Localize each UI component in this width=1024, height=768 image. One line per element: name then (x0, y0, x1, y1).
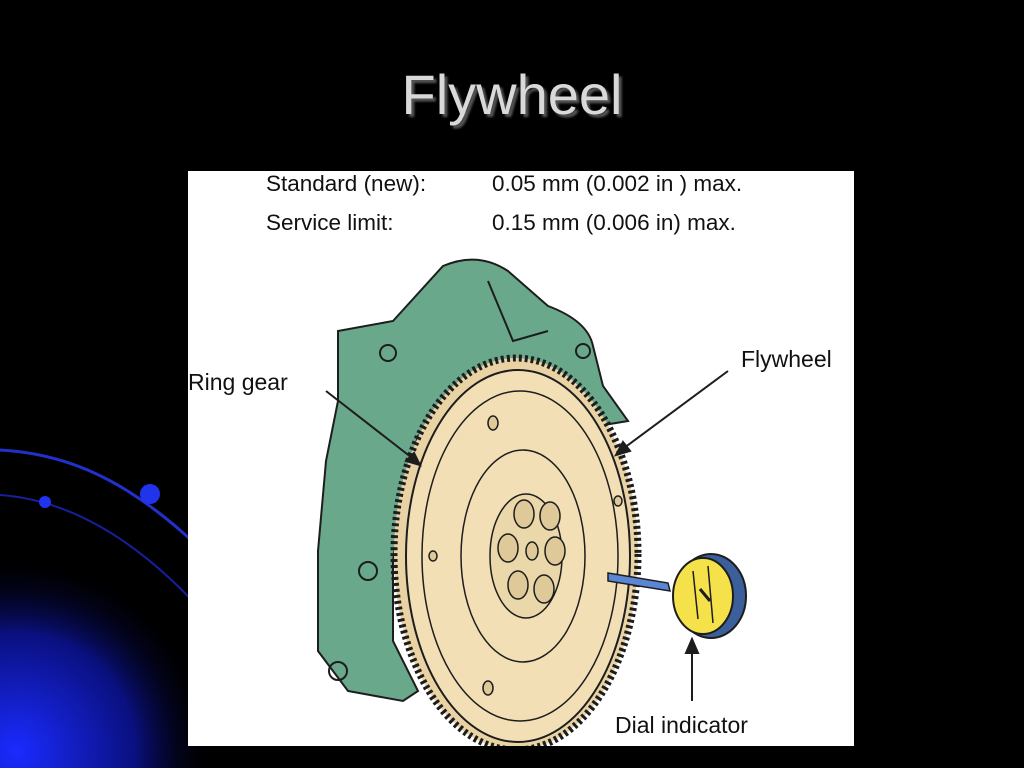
spec-label-standard: Standard (new): (266, 171, 427, 196)
dial-indicator-stem (607, 572, 672, 592)
callout-dial-indicator: Dial indicator (615, 712, 748, 738)
callout-flywheel: Flywheel (741, 346, 832, 372)
crank-bolts (497, 499, 566, 604)
flywheel-illustration (317, 258, 747, 746)
spec-label-service-limit: Service limit: (266, 210, 394, 235)
spec-value-standard: 0.05 mm (0.002 in ) max. (492, 171, 743, 196)
callout-ring-gear: Ring gear (188, 369, 288, 395)
slide-title: Flywheel (401, 63, 623, 126)
flywheel-figure: Standard (new): 0.05 mm (0.002 in ) max.… (188, 171, 854, 746)
spec-value-service-limit: 0.15 mm (0.006 in) max. (492, 210, 736, 235)
